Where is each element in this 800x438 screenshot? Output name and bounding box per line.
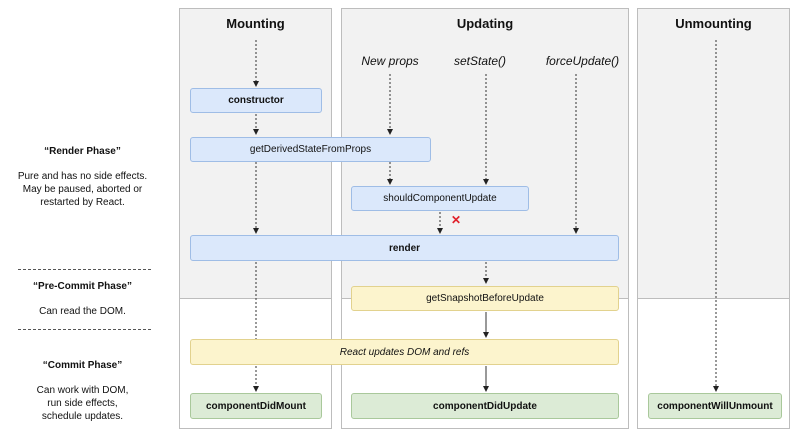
updating-title: Updating [456,16,514,31]
phase-divider-unmounting [637,298,790,299]
trigger-new-props: New props [361,54,419,68]
trigger-set-state: setState() [453,54,507,68]
did-mount-box: componentDidMount [190,393,322,419]
mounting-title: Mounting [226,16,285,31]
updating-column [341,8,629,429]
get-derived-state-box: getDerivedStateFromProps [190,137,431,162]
phase-separator-1 [18,269,151,270]
phase-separator-2 [18,329,151,330]
cross-mark-icon: ✕ [451,213,462,227]
pre-commit-phase-desc: Can read the DOM. [39,306,126,317]
did-update-box: componentDidUpdate [351,393,619,419]
trigger-force-update: forceUpdate() [545,54,620,68]
render-phase-desc: Pure and has no side effects. May be pau… [17,171,148,208]
react-updates-dom-box: React updates DOM and refs [190,339,619,365]
get-snapshot-box: getSnapshotBeforeUpdate [351,286,619,311]
commit-phase-title: “Commit Phase” [42,360,123,371]
constructor-box: constructor [190,88,322,113]
commit-phase-desc: Can work with DOM, run side effects, sch… [36,385,129,422]
mounting-column [179,8,332,429]
unmounting-title: Unmounting [675,16,752,31]
will-unmount-box: componentWillUnmount [648,393,782,419]
render-phase-title: “Render Phase” [44,146,121,157]
unmounting-column [637,8,790,429]
pre-commit-phase-title: “Pre-Commit Phase” [33,281,132,292]
should-update-box: shouldComponentUpdate [351,186,529,211]
unmounting-column-bg [637,8,790,298]
render-box: render [190,235,619,261]
